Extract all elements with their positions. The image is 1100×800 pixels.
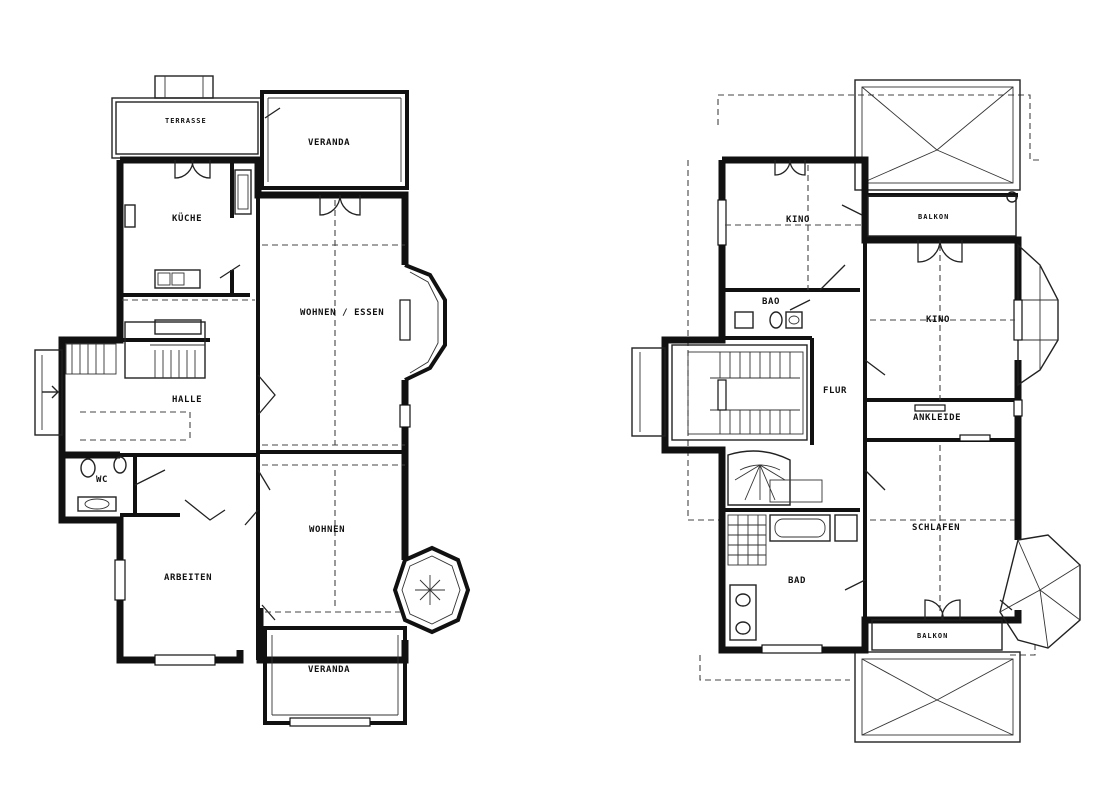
ground-floor-plan: TERRASSE VERANDA KÜCHE WOHNEN / ESSEN HA… [34, 75, 471, 727]
label-balkon-top: BALKON [918, 213, 949, 221]
label-kind-top: KINO [786, 215, 810, 225]
upper-dashed-lines [725, 165, 1015, 615]
label-wc: WC [96, 475, 108, 485]
balkon-top-area [867, 195, 1017, 237]
label-ankleide: ANKLEIDE [913, 413, 961, 423]
upper-bay-window-bottom [999, 534, 1081, 649]
wc-fixtures [77, 456, 127, 512]
label-bad-small: BAO [762, 297, 780, 307]
ground-dashed-lines [122, 200, 405, 613]
veranda-top-area [260, 90, 409, 190]
bad-large-fixtures [727, 514, 858, 641]
upper-doors [774, 159, 1013, 621]
entrance-steps [34, 349, 63, 436]
label-arbeiten: ARBEITEN [164, 573, 212, 583]
label-terrasse: TERRASSE [165, 117, 207, 125]
label-veranda-top: VERANDA [308, 138, 350, 148]
bad-small-fixtures [734, 311, 803, 329]
bay-window-upper [404, 263, 447, 382]
upper-floor-plan: KINO BALKON KINO BAO FLUR ANKLEIDE SCHLA… [631, 79, 1081, 743]
upper-bay-window-top [1017, 243, 1059, 387]
label-veranda-bottom: VERANDA [308, 665, 350, 675]
upper-stair-projection [631, 344, 808, 441]
upper-interior-walls [722, 160, 1018, 620]
label-schlafen: SCHLAFEN [912, 523, 960, 533]
label-halle: HALLE [172, 395, 202, 405]
label-bad-large: BAD [788, 576, 806, 586]
upper-windows [717, 199, 1023, 654]
label-flur: FLUR [823, 386, 847, 396]
label-kueche: KÜCHE [172, 213, 202, 224]
kitchen-fixtures [124, 169, 252, 335]
roof-top-pyramid [854, 79, 1021, 203]
ground-windows [114, 299, 411, 727]
label-wohnen: WOHNEN [309, 525, 345, 535]
label-balkon-bottom: BALKON [917, 632, 948, 640]
ground-outer-wall [58, 156, 409, 664]
veranda-bottom-area [263, 626, 407, 725]
upper-spiral-staircase [727, 450, 823, 506]
roof-bottom-pyramid [854, 651, 1021, 743]
ground-doors [134, 107, 361, 621]
ground-interior-walls [62, 160, 405, 660]
bay-window-lower [392, 545, 471, 635]
balkon-bottom-area [871, 619, 1003, 651]
label-kind-right: KINO [926, 315, 950, 325]
label-wohnen-essen: WOHNEN / ESSEN [300, 308, 384, 318]
ground-staircase [65, 321, 206, 441]
